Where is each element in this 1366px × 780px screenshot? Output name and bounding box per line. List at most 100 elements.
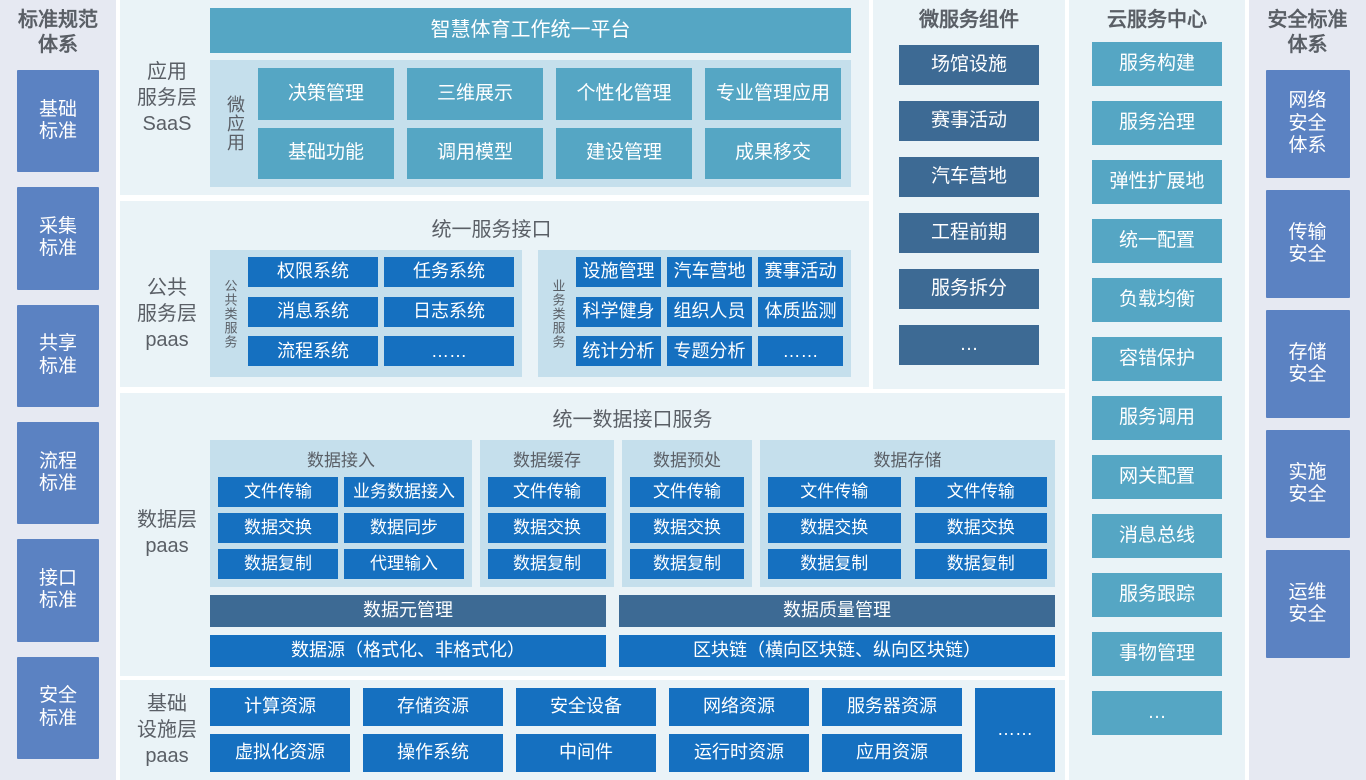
standard-item-1[interactable]: 采集标准 xyxy=(17,187,99,290)
data-source-band[interactable]: 数据源（格式化、非格式化） xyxy=(210,635,606,667)
infrastructure-item-0[interactable]: 计算资源 xyxy=(210,688,350,726)
security-item-0[interactable]: 网络安全体系 xyxy=(1265,70,1350,178)
data-access-0[interactable]: 文件传输 xyxy=(218,477,338,507)
common-service-5[interactable]: …… xyxy=(384,336,514,367)
cloud-service-column-title: 云服务中心 xyxy=(1107,9,1207,31)
data-access-3[interactable]: 数据同步 xyxy=(344,513,464,543)
security-standards-column-title: 安全标准体系 xyxy=(1267,9,1348,56)
business-service-4[interactable]: 组织人员 xyxy=(667,296,752,327)
security-item-1[interactable]: 传输安全 xyxy=(1265,190,1350,298)
cloud-service-item-5[interactable]: 容错保护 xyxy=(1092,337,1222,381)
micro-app-6[interactable]: 建设管理 xyxy=(556,127,692,179)
micro-app-group: 微应用 决策管理 三维展示 个性化管理 专业管理应用 基础功能 调用模型 建设管… xyxy=(210,60,851,187)
data-access-5[interactable]: 代理输入 xyxy=(344,549,464,579)
micro-app-1[interactable]: 三维展示 xyxy=(407,68,543,120)
infrastructure-item-4[interactable]: 服务器资源 xyxy=(822,688,962,726)
business-service-6[interactable]: 统计分析 xyxy=(576,336,661,367)
infrastructure-item-3[interactable]: 网络资源 xyxy=(669,688,809,726)
cloud-service-item-6[interactable]: 服务调用 xyxy=(1092,396,1222,440)
standard-item-0[interactable]: 基础标准 xyxy=(17,70,99,173)
standard-item-3[interactable]: 流程标准 xyxy=(17,421,99,525)
business-service-3[interactable]: 科学健身 xyxy=(576,296,661,327)
data-layer-content: 统一数据接口服务 数据接入 文件传输 业务数据接入 数据交换 数据同步 数据复制… xyxy=(210,397,1055,668)
data-access-1[interactable]: 业务数据接入 xyxy=(344,477,464,507)
microservice-item-2[interactable]: 汽车营地 xyxy=(899,157,1039,197)
unified-platform-banner[interactable]: 智慧体育工作统一平台 xyxy=(210,8,851,53)
business-service-1[interactable]: 汽车营地 xyxy=(667,257,752,287)
cloud-service-item-8[interactable]: 消息总线 xyxy=(1092,514,1222,558)
cloud-service-item-0[interactable]: 服务构建 xyxy=(1092,42,1222,86)
common-service-3[interactable]: 日志系统 xyxy=(384,296,514,327)
business-service-2[interactable]: 赛事活动 xyxy=(758,257,843,287)
standard-item-2[interactable]: 共享标准 xyxy=(17,304,99,407)
data-preprocess-1[interactable]: 数据交换 xyxy=(630,513,744,543)
cloud-service-item-10[interactable]: 事物管理 xyxy=(1092,632,1222,676)
micro-app-0[interactable]: 决策管理 xyxy=(258,68,394,120)
business-service-8[interactable]: …… xyxy=(758,336,843,367)
microservice-item-4[interactable]: 服务拆分 xyxy=(899,269,1039,309)
micro-app-group-label: 微应用 xyxy=(225,95,245,152)
business-service-7[interactable]: 专题分析 xyxy=(667,336,752,367)
cloud-service-item-4[interactable]: 负载均衡 xyxy=(1092,278,1222,322)
infrastructure-item-9[interactable]: 应用资源 xyxy=(822,734,962,772)
micro-app-2[interactable]: 个性化管理 xyxy=(556,68,692,120)
micro-app-3[interactable]: 专业管理应用 xyxy=(705,68,841,120)
business-service-group-label: 业务类服务 xyxy=(550,278,566,349)
data-cache-2[interactable]: 数据复制 xyxy=(488,549,606,579)
data-storage-4[interactable]: 数据复制 xyxy=(768,549,901,579)
data-storage-0[interactable]: 文件传输 xyxy=(768,477,901,507)
meta-management-band[interactable]: 数据元管理 xyxy=(210,595,606,627)
cloud-service-item-more[interactable]: … xyxy=(1092,691,1222,735)
microservice-item-3[interactable]: 工程前期 xyxy=(899,213,1039,253)
cloud-service-item-2[interactable]: 弹性扩展地 xyxy=(1092,160,1222,204)
microservice-item-0[interactable]: 场馆设施 xyxy=(899,45,1039,85)
data-storage-cells: 文件传输 文件传输 数据交换 数据交换 数据复制 数据复制 xyxy=(768,477,1047,579)
data-preprocess-0[interactable]: 文件传输 xyxy=(630,477,744,507)
business-service-5[interactable]: 体质监测 xyxy=(758,296,843,327)
security-item-2[interactable]: 存储安全 xyxy=(1265,310,1350,418)
infrastructure-item-5[interactable]: 虚拟化资源 xyxy=(210,734,350,772)
infrastructure-item-1[interactable]: 存储资源 xyxy=(363,688,503,726)
infrastructure-item-more[interactable]: …… xyxy=(975,688,1055,772)
common-service-2[interactable]: 消息系统 xyxy=(248,296,378,327)
data-access-2[interactable]: 数据交换 xyxy=(218,513,338,543)
quality-management-band[interactable]: 数据质量管理 xyxy=(619,595,1055,627)
infrastructure-item-7[interactable]: 中间件 xyxy=(516,734,656,772)
data-preprocess-2[interactable]: 数据复制 xyxy=(630,549,744,579)
data-band-row-management: 数据元管理 数据质量管理 xyxy=(210,595,1055,627)
micro-app-7[interactable]: 成果移交 xyxy=(705,127,841,179)
data-access-4[interactable]: 数据复制 xyxy=(218,549,338,579)
data-storage-5[interactable]: 数据复制 xyxy=(914,549,1047,579)
microservice-item-1[interactable]: 赛事活动 xyxy=(899,101,1039,141)
data-storage-1[interactable]: 文件传输 xyxy=(914,477,1047,507)
infrastructure-item-8[interactable]: 运行时资源 xyxy=(669,734,809,772)
data-storage-2[interactable]: 数据交换 xyxy=(768,513,901,543)
data-storage-3[interactable]: 数据交换 xyxy=(914,513,1047,543)
data-preprocess-group-title: 数据预处 xyxy=(653,451,721,470)
infrastructure-item-6[interactable]: 操作系统 xyxy=(363,734,503,772)
security-item-4[interactable]: 运维安全 xyxy=(1265,550,1350,658)
data-cache-0[interactable]: 文件传输 xyxy=(488,477,606,507)
data-cache-1[interactable]: 数据交换 xyxy=(488,513,606,543)
business-service-0[interactable]: 设施管理 xyxy=(576,257,661,287)
cloud-service-item-7[interactable]: 网关配置 xyxy=(1092,455,1222,499)
standards-column: 标准规范体系 基础标准 采集标准 共享标准 流程标准 接口标准 安全标准 xyxy=(0,0,116,780)
cloud-service-item-1[interactable]: 服务治理 xyxy=(1092,101,1222,145)
cloud-service-item-3[interactable]: 统一配置 xyxy=(1092,219,1222,263)
common-service-1[interactable]: 任务系统 xyxy=(384,257,514,287)
infrastructure-item-2[interactable]: 安全设备 xyxy=(516,688,656,726)
data-storage-group-title: 数据存储 xyxy=(873,451,942,470)
blockchain-band[interactable]: 区块链（横向区块链、纵向区块链） xyxy=(619,635,1055,667)
micro-app-5[interactable]: 调用模型 xyxy=(407,127,543,179)
micro-app-4[interactable]: 基础功能 xyxy=(258,127,394,179)
cloud-service-item-9[interactable]: 服务跟踪 xyxy=(1092,573,1222,617)
standard-item-4[interactable]: 接口标准 xyxy=(17,539,99,642)
standard-item-5[interactable]: 安全标准 xyxy=(17,656,99,759)
common-service-4[interactable]: 流程系统 xyxy=(248,336,378,367)
microservice-item-more[interactable]: … xyxy=(899,325,1039,365)
security-item-3[interactable]: 实施安全 xyxy=(1265,430,1350,538)
common-service-0[interactable]: 权限系统 xyxy=(248,257,378,287)
